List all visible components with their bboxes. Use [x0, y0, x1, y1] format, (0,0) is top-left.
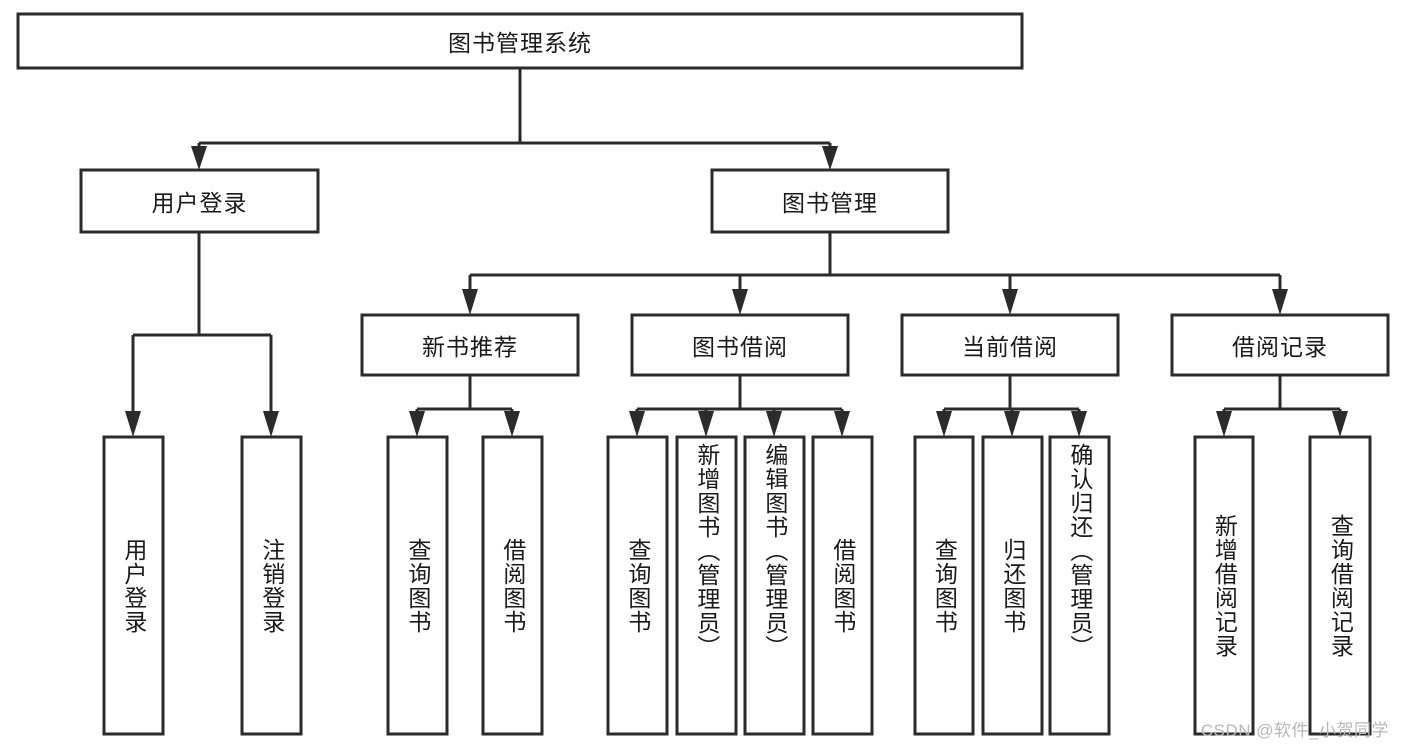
- node-box-leaf-current-confirm[interactable]: [1048, 435, 1111, 736]
- node-box-borrow-record[interactable]: [1170, 313, 1390, 377]
- node-box-leaf-newbook-borrow[interactable]: [481, 435, 544, 736]
- arrow-to-leaf-current-confirm: [1071, 411, 1087, 437]
- arrow-to-borrow-record: [1272, 289, 1288, 315]
- node-box-leaf-logout[interactable]: [240, 435, 303, 736]
- node-box-leaf-borrow-add[interactable]: [675, 435, 738, 736]
- arrow-to-leaf-newbook-query: [409, 411, 425, 437]
- arrow-to-leaf-record-query: [1332, 411, 1348, 437]
- node-box-new-book[interactable]: [360, 313, 580, 377]
- node-box-book-borrow[interactable]: [630, 313, 850, 377]
- arrow-to-leaf-newbook-borrow: [504, 411, 520, 437]
- arrow-to-book-borrow: [732, 289, 748, 315]
- arrow-to-user-login: [191, 146, 207, 170]
- arrow-to-leaf-user-login: [125, 411, 141, 437]
- node-box-leaf-current-query[interactable]: [913, 435, 975, 736]
- node-box-leaf-current-return[interactable]: [981, 435, 1044, 736]
- nodes: [16, 12, 1390, 736]
- connectors: [125, 68, 1348, 437]
- csdn-watermark: CSDN @软件_小贺同学: [1200, 721, 1389, 740]
- node-box-leaf-borrow-query[interactable]: [606, 435, 669, 736]
- node-box-root[interactable]: [16, 12, 1024, 70]
- arrow-to-leaf-current-return: [1004, 411, 1020, 437]
- arrow-to-book-mgmt: [822, 146, 838, 170]
- arrow-to-leaf-current-query: [936, 411, 952, 437]
- node-box-leaf-user-login[interactable]: [102, 435, 165, 736]
- node-box-leaf-record-add[interactable]: [1193, 435, 1255, 736]
- arrow-to-leaf-borrow-query: [629, 411, 645, 437]
- node-box-leaf-borrow-lend[interactable]: [811, 435, 874, 736]
- node-box-user-login[interactable]: [79, 168, 320, 234]
- node-box-book-management[interactable]: [710, 168, 950, 234]
- arrow-to-new-book: [462, 289, 478, 315]
- arrow-to-leaf-logout: [263, 411, 279, 437]
- node-box-leaf-newbook-query[interactable]: [386, 435, 449, 736]
- arrow-to-leaf-record-add: [1216, 411, 1232, 437]
- node-box-leaf-borrow-edit[interactable]: [743, 435, 806, 736]
- arrow-to-leaf-borrow-add: [698, 411, 714, 437]
- node-box-leaf-record-query[interactable]: [1308, 435, 1372, 736]
- arrow-to-current-borrow: [1002, 289, 1018, 315]
- node-box-current-borrow[interactable]: [900, 313, 1120, 377]
- arrow-to-leaf-borrow-lend: [834, 411, 850, 437]
- arrow-to-leaf-borrow-edit: [766, 411, 782, 437]
